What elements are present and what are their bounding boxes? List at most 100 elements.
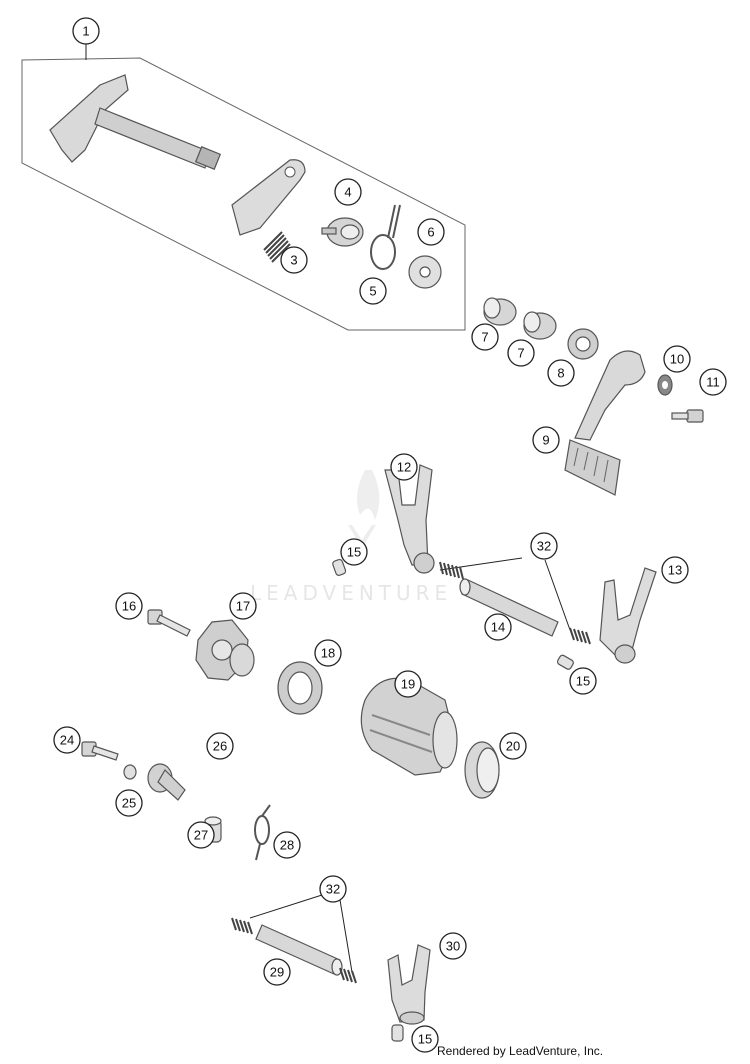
bolt-part-16: [147, 609, 191, 637]
pin-part-15-a: [332, 558, 347, 576]
screw-part-11: [671, 409, 704, 423]
callout-25: 25: [115, 789, 143, 817]
callout-29: 29: [263, 958, 291, 986]
callout-20: 20: [499, 732, 527, 760]
svg-text:15: 15: [418, 1032, 432, 1047]
callout-30: 30: [439, 932, 467, 960]
callout-19: 19: [394, 670, 422, 698]
callout-28: 28: [273, 831, 301, 859]
callout-7a: 7: [471, 323, 499, 351]
callout-17: 17: [229, 592, 257, 620]
callout-4: 4: [334, 178, 362, 206]
svg-text:3: 3: [290, 253, 297, 268]
svg-text:27: 27: [194, 828, 208, 843]
callout-7b: 7: [507, 339, 535, 367]
svg-text:19: 19: [401, 677, 415, 692]
callout-10: 10: [663, 345, 691, 373]
svg-text:17: 17: [236, 599, 250, 614]
svg-text:32: 32: [326, 882, 340, 897]
callout-15b: 15: [569, 667, 597, 695]
bearing-part-18: [277, 661, 323, 715]
callout-11: 11: [699, 368, 727, 396]
fork-shaft-part-14: [459, 578, 559, 637]
bushing-part-7b: [523, 311, 557, 340]
svg-text:28: 28: [280, 838, 294, 853]
callout-32b: 32: [319, 875, 347, 903]
svg-text:15: 15: [576, 674, 590, 689]
shift-fork-part-30: [387, 944, 431, 1025]
shift-drum-locator-part-17: [195, 619, 255, 681]
svg-text:16: 16: [122, 599, 136, 614]
svg-text:13: 13: [668, 563, 682, 578]
callout-27: 27: [187, 821, 215, 849]
svg-text:9: 9: [542, 433, 549, 448]
svg-text:7: 7: [481, 330, 488, 345]
svg-text:25: 25: [122, 796, 136, 811]
svg-text:5: 5: [369, 284, 376, 299]
callout-14: 14: [484, 613, 512, 641]
callout-9: 9: [532, 426, 560, 454]
rendered-by-credit: Rendered by LeadVenture, Inc.: [437, 1044, 604, 1058]
svg-text:18: 18: [321, 646, 335, 661]
spring-part-32-upper-right: [569, 627, 591, 645]
callout-26: 26: [206, 732, 234, 760]
spring-part-3: [263, 231, 291, 263]
callout-3: 3: [280, 246, 308, 274]
shift-lever-part-9: [564, 350, 646, 496]
seal-part-8: [567, 328, 599, 360]
spring-part-32-lower-right: [339, 967, 357, 984]
callout-15c: 15: [411, 1025, 439, 1053]
shift-plate-part: [231, 159, 306, 236]
callout-32a: 32: [530, 532, 558, 560]
callout-5: 5: [359, 277, 387, 305]
callout-15a: 15: [340, 538, 368, 566]
shift-shaft-part: [49, 74, 222, 170]
shift-drum-part-19: [360, 677, 458, 776]
callout-24: 24: [53, 726, 81, 754]
svg-text:32: 32: [537, 539, 551, 554]
washer-part-10: [657, 374, 673, 396]
shift-fork-part-12: [384, 464, 435, 574]
leadventure-watermark: LEADVENTURE: [250, 470, 452, 605]
torsion-spring-part-28: [254, 804, 271, 861]
svg-text:26: 26: [213, 739, 227, 754]
bushing-part-4: [321, 217, 364, 247]
bushing-part-7a: [483, 297, 517, 326]
svg-text:7: 7: [517, 346, 524, 361]
callout-16: 16: [115, 592, 143, 620]
svg-text:6: 6: [427, 225, 434, 240]
spring-part-32-upper-left: [439, 561, 464, 580]
svg-text:8: 8: [557, 366, 564, 381]
svg-text:1: 1: [82, 24, 89, 39]
svg-text:11: 11: [706, 375, 720, 390]
callout-8: 8: [547, 359, 575, 387]
callout-12: 12: [390, 453, 418, 481]
svg-text:24: 24: [60, 733, 74, 748]
assembly-group-outline: [21, 57, 466, 331]
shift-fork-part-13: [599, 567, 657, 664]
washer-part-6: [408, 255, 442, 289]
bearing-ring-part-20: [464, 741, 500, 799]
callout-1: 1: [72, 17, 100, 45]
svg-text:15: 15: [347, 545, 361, 560]
svg-text:29: 29: [270, 965, 284, 980]
svg-text:20: 20: [506, 739, 520, 754]
svg-text:10: 10: [670, 352, 684, 367]
svg-text:14: 14: [491, 620, 505, 635]
svg-text:4: 4: [344, 185, 351, 200]
fork-shaft-part-29: [255, 924, 343, 976]
svg-text:12: 12: [397, 460, 411, 475]
spring-part-32-lower-left: [231, 917, 253, 935]
callout-18: 18: [314, 639, 342, 667]
pin-part-15-b: [556, 654, 574, 670]
callout-13: 13: [661, 556, 689, 584]
washer-roller-part-25: [123, 763, 186, 801]
leader-lines: [85, 44, 571, 973]
pin-part-15-c: [391, 1024, 404, 1042]
watermark-text: LEADVENTURE: [250, 581, 452, 605]
callout-6: 6: [417, 218, 445, 246]
svg-text:30: 30: [446, 939, 460, 954]
bolt-part-24: [81, 741, 119, 761]
ring-clip-part-5: [370, 204, 401, 270]
